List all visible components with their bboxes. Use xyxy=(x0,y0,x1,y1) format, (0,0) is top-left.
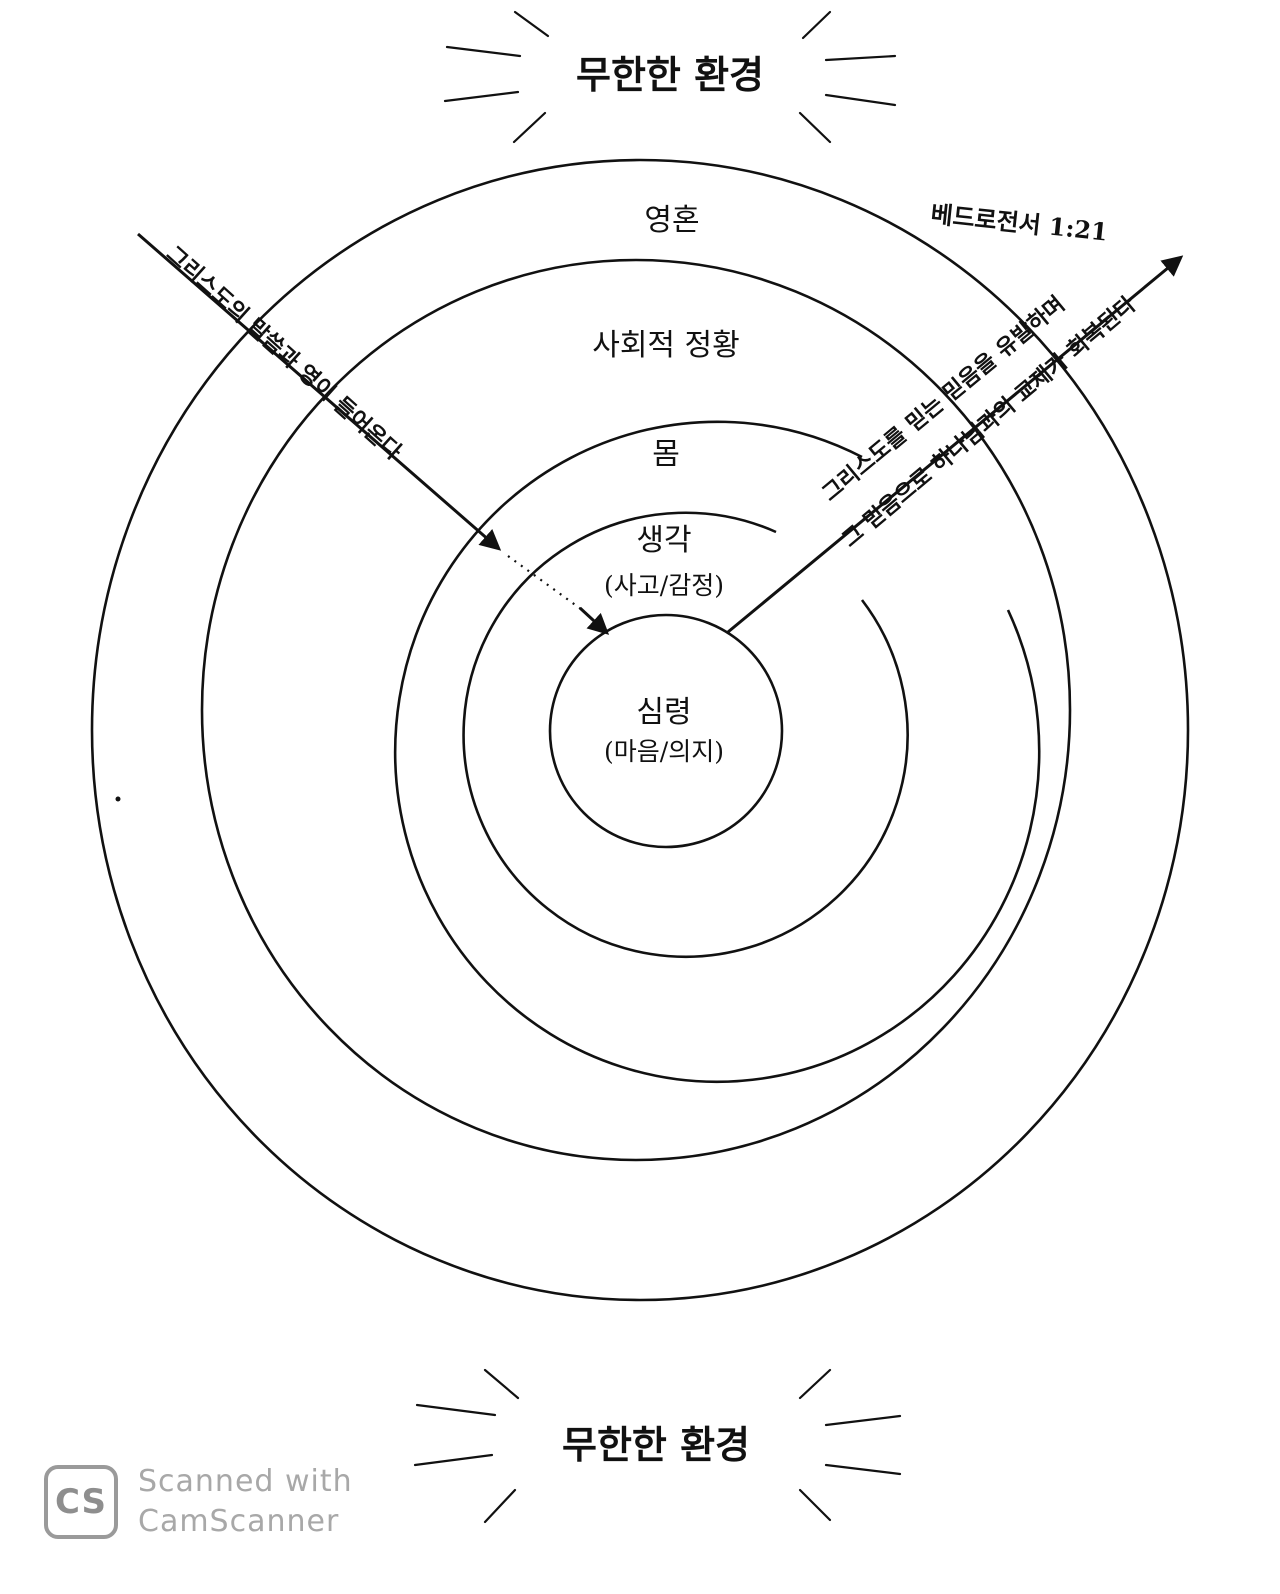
soul-ring xyxy=(90,158,1190,1302)
layer-label-spirit: 심령 xyxy=(636,695,691,730)
layer-sublabel-spirit: (마음/의지) xyxy=(604,737,724,766)
layer-sublabel-thought: (사고/감정) xyxy=(604,571,724,600)
thought-ring xyxy=(462,511,909,959)
environment-title-bottom: 무한한 환경 xyxy=(562,1422,750,1467)
spirit-ring xyxy=(548,613,784,849)
layer-label-soul: 영혼 xyxy=(644,203,699,238)
camscanner-text: Scanned with CamScanner xyxy=(138,1462,353,1542)
incoming-dotted-line xyxy=(507,555,586,613)
scripture-reference: 베드로전서 1:21 xyxy=(929,199,1109,246)
incoming-arrow-tip xyxy=(578,606,610,635)
body-ring xyxy=(393,420,1041,1084)
bottom-burst xyxy=(413,1368,902,1524)
watermark-line-2: CamScanner xyxy=(138,1504,340,1539)
layer-label-body: 몸 xyxy=(652,437,680,472)
camscanner-watermark: CS Scanned with CamScanner xyxy=(44,1462,353,1542)
watermark-line-1: Scanned with xyxy=(138,1464,353,1499)
camscanner-logo: CS xyxy=(44,1465,118,1539)
social-ring xyxy=(200,258,1072,1162)
layer-label-thought: 생각 xyxy=(636,523,691,558)
environment-title-top: 무한한 환경 xyxy=(576,52,764,97)
outgoing-arrow xyxy=(727,255,1184,634)
scan-speck xyxy=(115,796,121,802)
layer-label-social: 사회적 정황 xyxy=(592,328,740,363)
top-burst xyxy=(443,10,897,144)
incoming-arrow xyxy=(137,232,502,551)
